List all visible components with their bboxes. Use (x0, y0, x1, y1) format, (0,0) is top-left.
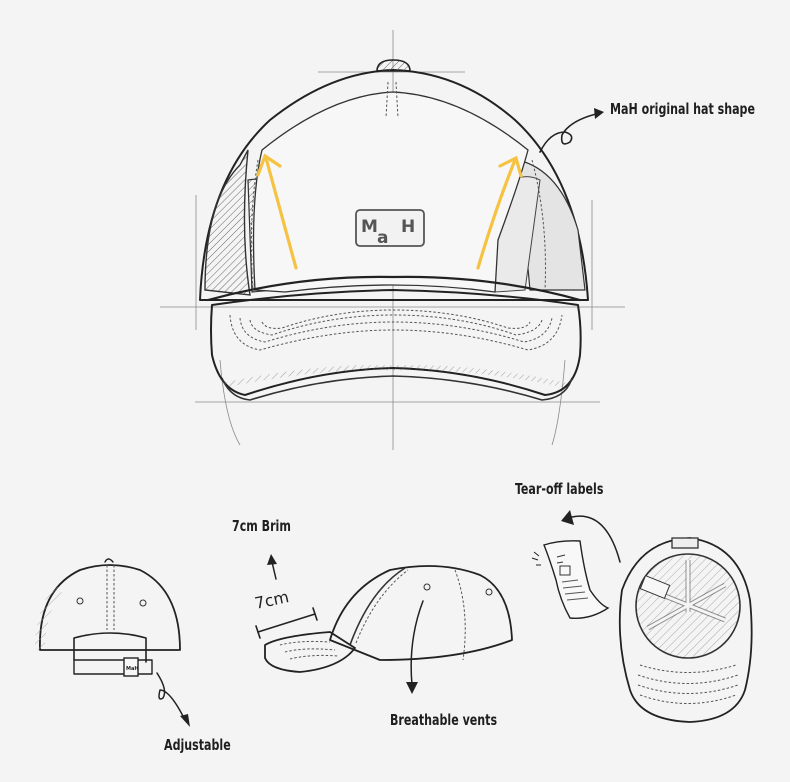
brim-label: 7cm Brim (232, 517, 291, 535)
shape-arrow-icon (256, 153, 523, 270)
brim-pointer-icon (271, 561, 277, 580)
hat-shape-pointer-icon (539, 112, 601, 153)
back-logo-tag (123, 657, 139, 677)
tear-off-labels-label: Tear-off labels (515, 480, 604, 498)
breathable-vents-label: Breathable vents (390, 711, 498, 729)
svg-text:a: a (377, 228, 388, 248)
svg-text:M: M (361, 217, 378, 237)
vents-pointer-icon (410, 600, 424, 686)
tear-off-label-card (531, 540, 610, 619)
svg-text:H: H (401, 217, 415, 237)
mah-logo-patch: M a H (355, 209, 425, 248)
svg-text:MaH: MaH (126, 666, 139, 672)
hat-shape-label: MaH original hat shape (610, 100, 755, 118)
adjustable-label: Adjustable (164, 736, 231, 754)
tear-off-pointer-icon (571, 515, 621, 563)
adjustable-pointer-icon (156, 672, 186, 721)
